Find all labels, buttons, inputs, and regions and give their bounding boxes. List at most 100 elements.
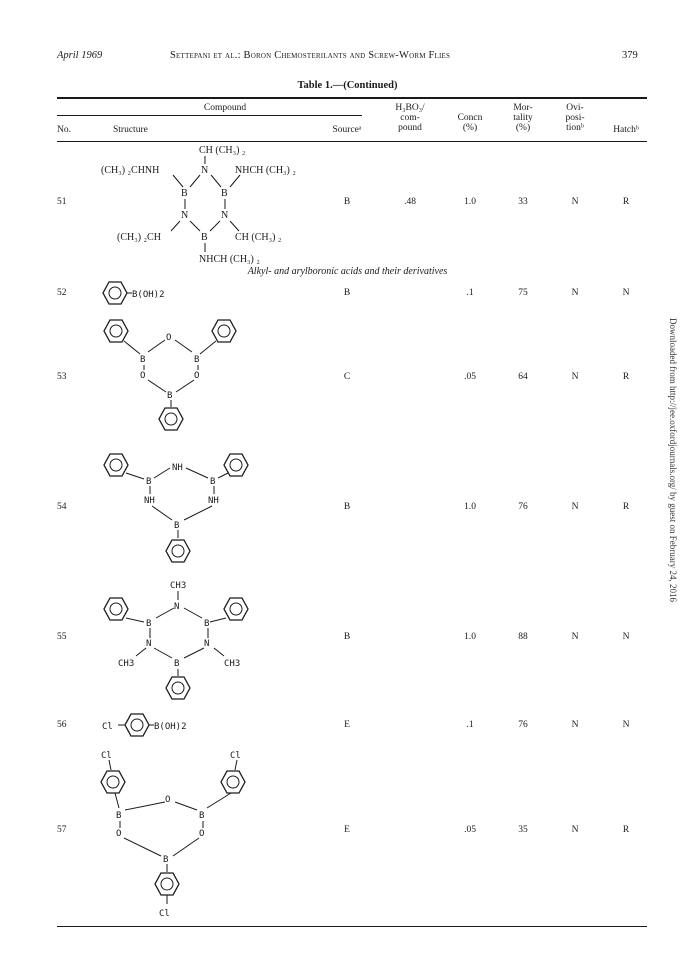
s55-n2: N: [146, 639, 151, 649]
oviposition-cell: N: [571, 372, 579, 382]
structure-52: B(OH)2: [102, 281, 165, 305]
oviposition-cell: N: [571, 502, 579, 512]
oviposition-cell: N: [571, 825, 579, 835]
s54-nh2: NH: [144, 496, 155, 506]
section-heading: Alkyl- and arylboronic acids and their d…: [247, 266, 448, 277]
col-oviposition-line2: posi-: [565, 113, 585, 123]
compound-span-rule: [57, 115, 362, 116]
oviposition-cell: N: [571, 197, 579, 207]
benzene-ring: [158, 407, 184, 431]
col-compound: Compound: [203, 103, 247, 113]
hatch-cell: R: [622, 502, 630, 512]
s54-b3: B: [174, 521, 179, 531]
s53-b2: B: [194, 355, 199, 365]
benzene-ring: [103, 453, 129, 477]
benzene-ring: [100, 770, 126, 794]
source-cell: E: [344, 720, 350, 730]
s56-group: B(OH)2: [154, 722, 187, 732]
s51-left-sub: (CH₃) ₂CHNH: [101, 165, 159, 176]
source-cell: B: [343, 502, 351, 512]
mortality-cell: 35: [518, 825, 528, 835]
oviposition-cell: N: [571, 632, 579, 642]
benzene-ring: [223, 453, 249, 477]
s57-b2: B: [199, 811, 204, 821]
row-number: 51: [57, 197, 67, 207]
s57-b1: B: [116, 811, 121, 821]
benzene-ring: [154, 872, 180, 896]
col-structure: Structure: [113, 125, 148, 135]
hatch-cell: N: [622, 632, 630, 642]
table-title: Table 1.—(Continued): [297, 80, 398, 91]
hatch-cell: R: [622, 372, 630, 382]
benzene-ring: [223, 597, 249, 621]
row-number: 52: [57, 288, 67, 298]
benzene-ring: [220, 770, 246, 794]
col-ratio: H₃BO₃/ com- pound: [385, 103, 435, 133]
mortality-cell: 76: [518, 720, 528, 730]
benzene-ring: [103, 319, 129, 343]
s57-o1: O: [165, 795, 170, 805]
col-mortality-line3: (%): [515, 123, 531, 133]
oviposition-cell: N: [571, 720, 579, 730]
running-header-date: April 1969: [57, 50, 103, 61]
mortality-cell: 64: [518, 372, 528, 382]
benzene-ring: [102, 281, 128, 305]
s53-o3: O: [194, 371, 199, 381]
hatch-cell: N: [622, 720, 630, 730]
col-mortality-line2: tality: [513, 113, 533, 123]
col-hatch: Hatchᵇ: [613, 125, 639, 135]
s55-b2: B: [204, 619, 209, 629]
concn-cell: 1.0: [464, 197, 476, 207]
table-top-rule: [57, 97, 647, 99]
source-cell: B: [343, 288, 351, 298]
s55-b3: B: [174, 659, 179, 669]
col-ratio-line1: H₃BO₃/: [395, 103, 425, 113]
col-concn-line1: Concn: [457, 113, 483, 123]
s53-b1: B: [140, 355, 145, 365]
s51-b-left: B: [181, 188, 188, 199]
row-number: 54: [57, 502, 67, 512]
download-watermark: Downloaded from http://jee.oxfordjournal…: [668, 318, 678, 603]
row-number: 55: [57, 632, 67, 642]
source-cell: C: [343, 372, 351, 382]
mortality-cell: 33: [518, 197, 528, 207]
benzene-ring: [165, 539, 191, 563]
col-mortality: Mor- tality (%): [503, 103, 543, 133]
concn-cell: .1: [466, 288, 474, 298]
col-no: No.: [57, 125, 71, 135]
source-cell: E: [344, 825, 350, 835]
mortality-cell: 76: [518, 502, 528, 512]
s54-b1: B: [146, 477, 151, 487]
col-ratio-line3: pound: [398, 123, 422, 133]
s51-ch-top: CH (CH₃) ₂: [199, 145, 245, 156]
source-cell: B: [343, 632, 351, 642]
row-number: 53: [57, 372, 67, 382]
col-oviposition: Ovi- posi- tionᵇ: [555, 103, 595, 133]
structure-55: CH3 N B B N N CH3 CH3 B: [103, 581, 249, 700]
structure-51: CH (CH₃) ₂ (CH₃) ₂CHNH N NHCH (CH₃) ₂ B …: [101, 145, 296, 265]
benzene-ring: [103, 597, 129, 621]
concn-cell: .05: [464, 825, 476, 835]
s57-o2: O: [116, 829, 121, 839]
concn-cell: .1: [466, 720, 474, 730]
page-number: 379: [622, 50, 638, 61]
running-header-title: Settepani et al.: Boron Chemosterilants …: [170, 50, 451, 61]
s51-n-left: N: [181, 210, 188, 221]
structure-56: Cl B(OH)2: [102, 713, 187, 737]
s51-bl-sub: (CH₃) ₂CH: [117, 232, 161, 243]
col-concn: Concn (%): [445, 113, 495, 133]
s53-b3: B: [167, 391, 172, 401]
structure-57: Cl Cl B B O O O B Cl: [100, 751, 246, 919]
s51-right-sub: NHCH (CH₃) ₂: [235, 165, 296, 176]
source-cell: B: [343, 197, 351, 207]
s56-cl: Cl: [102, 722, 113, 732]
benzene-ring: [124, 713, 150, 737]
structure-53: B B O O O B: [103, 319, 237, 431]
col-source: Sourceᵃ: [332, 125, 362, 135]
col-mortality-line1: Mor-: [513, 103, 533, 113]
s53-o2: O: [140, 371, 145, 381]
col-oviposition-line1: Ovi-: [566, 103, 584, 113]
s57-b3: B: [163, 855, 168, 865]
s51-br-sub: CH (CH₃) ₂: [235, 232, 281, 243]
s54-nh1: NH: [172, 463, 183, 473]
